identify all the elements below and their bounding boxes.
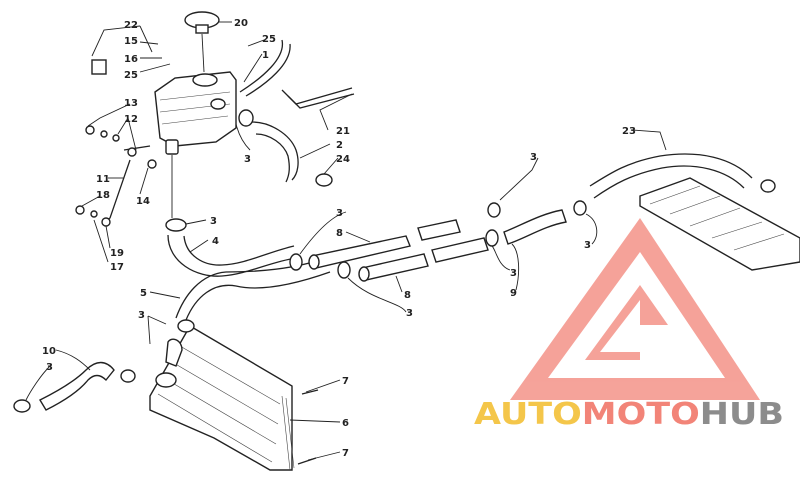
callout-3-lower-clamp: 3 [210,216,217,227]
hose-clamp-lower [165,218,187,232]
watermark-auto: AUTO [474,397,582,432]
callout-3-tank: 3 [244,154,251,165]
callout-3-run-low: 3 [406,308,413,319]
callout-12: 12 [124,114,138,125]
watermark-logo-mark [510,218,760,400]
callout-16: 16 [124,54,138,65]
callout-3-radiator-hose: 3 [46,362,53,373]
callout-20: 20 [234,18,248,29]
overflow-tube-edge [287,93,355,109]
callout-1: 1 [262,50,269,61]
hose-clamp-radiator [120,369,136,383]
callout-24: 24 [336,154,350,165]
callout-15: 15 [124,36,138,47]
callout-3-mid: 3 [510,268,517,279]
hose-clamp-rear [760,179,776,193]
callout-25-right: 25 [262,34,276,45]
overflow-hose [239,39,283,93]
expansion-tank [154,71,237,155]
overflow-hose-edge [245,43,291,97]
callout-3-right: 3 [584,240,591,251]
hose-rear [589,153,753,187]
callout-3-rear: 3 [530,152,537,163]
watermark-triangle-hook-cut [600,300,640,352]
hose-long-top [167,234,297,277]
callout-18: 18 [96,190,110,201]
hose-clamp-run-2 [337,261,351,279]
hose-clamp-run-1 [289,253,303,271]
callout-4: 4 [212,236,219,247]
callout-21: 21 [336,126,350,137]
hose-clamp-24 [315,173,333,187]
callout-2: 2 [336,140,343,151]
callout-10: 10 [42,346,56,357]
overflow-tube [281,87,353,105]
callout-25-left: 25 [124,70,138,81]
hose-long-top-edge [183,235,295,266]
mounting-hardware [75,125,157,227]
pressure-cap [184,11,220,34]
tube-upper-2 [417,219,461,241]
hose-long-bottom [185,271,331,321]
label-tag [91,59,107,75]
tube-lower [358,253,429,282]
leader-lines [25,21,667,461]
heat-exchanger [639,177,800,271]
hose-upper-edge [255,133,290,183]
callout-3-run: 3 [336,208,343,219]
hose-clamp-radiator-end [13,399,31,413]
radiator-clamp [177,319,195,333]
callout-7-lower: 7 [342,448,349,459]
hose-radiator [39,361,115,411]
callout-8-upper: 8 [336,228,343,239]
watermark-hub: HUB [700,397,784,432]
hose-clamp-run-3 [485,229,499,247]
callout-23: 23 [622,126,636,137]
callout-22: 22 [124,20,138,31]
callout-6: 6 [342,418,349,429]
callout-7-upper: 7 [342,376,349,387]
callout-13: 13 [124,98,138,109]
hose-short [503,209,567,245]
callout-17: 17 [110,262,124,273]
watermark-moto: MOTO [582,397,700,432]
screw-upper [301,389,319,395]
callout-14: 14 [136,196,150,207]
hose-clamp-run-4 [487,202,501,218]
callout-5: 5 [140,288,147,299]
hose-upper [251,121,299,181]
callout-8-lower: 8 [404,290,411,301]
callout-3-radiator: 3 [138,310,145,321]
callout-11: 11 [96,174,110,185]
callout-labels: 22 15 16 25 20 25 1 13 12 21 3 2 24 14 1… [42,18,636,459]
callout-19: 19 [110,248,124,259]
callout-9: 9 [510,288,517,299]
tube-upper [308,235,411,270]
hose-rear-edge [593,165,745,199]
hose-clamp [238,109,254,127]
tube-lower-2 [431,237,489,263]
hose-clamp-run-5 [573,200,587,216]
radiator [149,325,295,471]
